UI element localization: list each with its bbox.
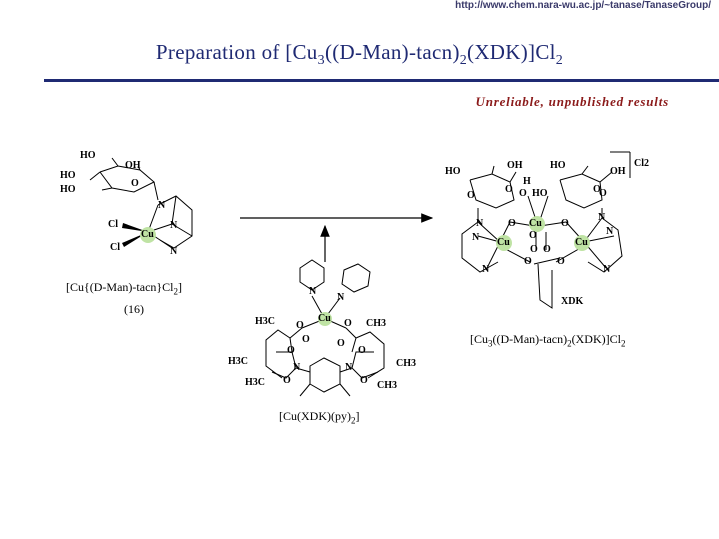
right-complex-structure (461, 151, 631, 309)
atom-label: H (523, 176, 531, 187)
label-sub: 2 (567, 338, 572, 349)
label-sub: 2 (173, 286, 179, 297)
label-sub: 3 (488, 338, 493, 349)
atom-label: H3C (228, 356, 248, 367)
atom-label: O (302, 334, 310, 345)
page-title: Preparation of [Cu3((D-Man)-tacn)2(XDK)]… (0, 40, 719, 69)
cu-center (574, 235, 590, 251)
atom-label: Cu (141, 229, 154, 240)
label-part: ] (355, 409, 360, 423)
label-part: (XDK)]Cl (571, 332, 621, 346)
atom-label: O (283, 375, 291, 386)
atom-label: N (603, 264, 611, 275)
atom-label: O (599, 188, 607, 199)
atom-label: HO (445, 166, 461, 177)
atom-label: O (593, 184, 601, 195)
atom-label: O (358, 345, 366, 356)
label-part: ((D-Man)-tacn) (492, 332, 568, 346)
atom-label: Cu (529, 218, 542, 229)
atom-label: Cl2 (634, 158, 649, 169)
atom-label: Cu (575, 237, 588, 248)
atom-label: N (170, 246, 178, 257)
warning-note: Unreliable, unpublished results (475, 94, 669, 109)
label-part: [Cu(XDK)(py) (279, 409, 351, 423)
cu-center (529, 216, 545, 232)
atom-label: O (524, 256, 532, 267)
atom-label: N (293, 362, 301, 373)
atom-label: N (170, 220, 178, 231)
atom-label: CH3 (366, 318, 386, 329)
atom-label: HO (60, 170, 76, 181)
atom-label: O (557, 256, 565, 267)
atom-label: OH (507, 160, 523, 171)
atom-label: Cl (110, 242, 120, 253)
cu-center (318, 312, 332, 326)
atom-label: O (561, 218, 569, 229)
left-compound-label: [Cu{(D-Man)-tacn}Cl2] (66, 280, 182, 296)
atom-label: O (530, 244, 538, 255)
atom-label: N (337, 292, 345, 303)
label-part: ] (178, 280, 182, 294)
atom-label: N (598, 212, 606, 223)
cu-center (496, 235, 512, 251)
atom-label: O (505, 184, 513, 195)
atom-label: N (158, 200, 166, 211)
title-part: (XDK)]Cl (467, 40, 556, 64)
atom-label: H3C (245, 377, 265, 388)
atom-label: O (508, 218, 516, 229)
atom-label: O (131, 178, 139, 189)
atom-label: O (344, 318, 352, 329)
atom-label: Cu (318, 313, 331, 324)
atom-label: N (345, 362, 353, 373)
atom-label: CH3 (396, 358, 416, 369)
atom-label: O (296, 320, 304, 331)
atom-label: O (337, 338, 345, 349)
middle-complex-structure (265, 259, 385, 397)
atom-label: N (482, 264, 490, 275)
atom-label: O (287, 345, 295, 356)
atom-label: OH (610, 166, 626, 177)
atom-label: HO (80, 150, 96, 161)
atom-label: HO (532, 188, 548, 199)
atom-label: O (519, 188, 527, 199)
atom-label: OH (125, 160, 141, 171)
title-part: ((D-Man)-tacn) (324, 40, 460, 64)
atom-label: HO (60, 184, 76, 195)
label-sub: 2 (620, 338, 626, 349)
source-url[interactable]: http://www.chem.nara-wu.ac.jp/~tanase/Ta… (455, 0, 711, 11)
title-sub: 3 (317, 53, 325, 69)
atom-label: N (476, 218, 484, 229)
title-sub: 2 (555, 53, 564, 69)
title-part: Preparation of [Cu (155, 40, 318, 64)
atom-label: H3C (255, 316, 275, 327)
atom-label: HO (550, 160, 566, 171)
label-part: [Cu (470, 332, 488, 346)
title-rule (44, 79, 719, 82)
label-sub: 2 (350, 415, 356, 426)
atom-label: CH3 (377, 380, 397, 391)
right-compound-label: [Cu3((D-Man)-tacn)2(XDK)]Cl2 (470, 332, 625, 348)
left-complex-structure (89, 157, 193, 249)
atom-label: O (360, 375, 368, 386)
atom-label: N (606, 226, 614, 237)
label-part: [Cu{(D-Man)-tacn}Cl (66, 280, 174, 294)
title-sub: 2 (459, 53, 468, 69)
atom-label: N (472, 232, 480, 243)
atom-label: O (467, 190, 475, 201)
atom-label: O (543, 244, 551, 255)
atom-label: O (529, 230, 537, 241)
atom-label: Cl (108, 219, 118, 230)
atom-label: N (309, 286, 317, 297)
atom-label: Cu (497, 237, 510, 248)
left-compound-number: (16) (124, 302, 144, 316)
cu-center (140, 227, 156, 243)
atom-label: XDK (561, 296, 584, 307)
middle-compound-label: [Cu(XDK)(py)2] (279, 409, 359, 425)
